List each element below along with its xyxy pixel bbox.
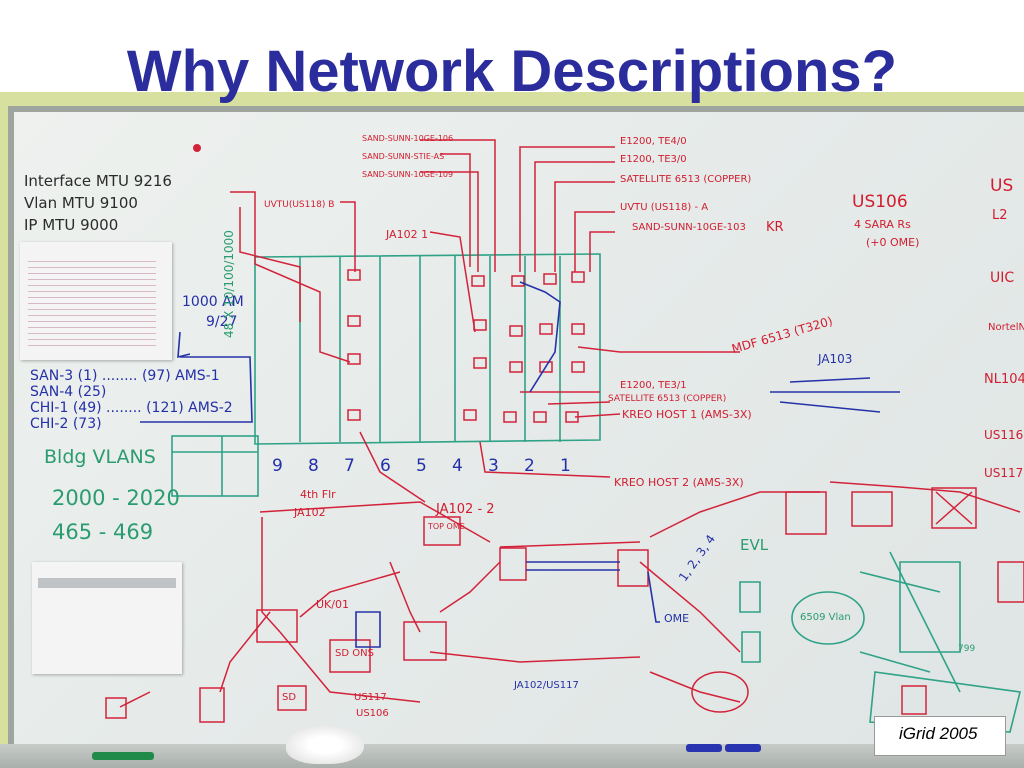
whiteboard-photo: Interface MTU 9216 Vlan MTU 9100 IP MTU … — [0, 92, 1024, 768]
vlan-range-1: 2000 - 2020 — [52, 486, 180, 510]
taped-notes — [32, 562, 182, 674]
green-marker — [92, 752, 154, 760]
slot-number-row: 9 8 7 6 5 4 3 2 1 — [272, 456, 592, 478]
right-label-kreo2: KREO HOST 2 (AMS-3X) — [614, 476, 744, 489]
igrid-caption: iGrid 2005 — [874, 716, 1006, 756]
slide-title: Why Network Descriptions? — [126, 39, 898, 104]
eraser — [286, 726, 364, 764]
bottom-label-ja102-us117: JA102/US117 — [514, 680, 579, 691]
mtu-note-vlan: Vlan MTU 9100 — [24, 194, 138, 212]
mtu-note-ip: IP MTU 9000 — [24, 216, 119, 234]
right-label-uic: UIC — [990, 270, 1015, 286]
bottom-label-ome: OME — [664, 612, 690, 625]
right-label-satellite: SATELLITE 6513 (COPPER) — [608, 394, 727, 404]
right-label-us106: US106 — [852, 192, 908, 212]
right-label-ome: (+0 OME) — [866, 236, 920, 249]
top-label-5: E1200, TE3/0 — [620, 154, 687, 165]
bottom-label-4th-flr: 4th Flr — [300, 488, 336, 501]
bottom-label-sd: SD — [282, 692, 297, 703]
bottom-label-ja102: JA102 — [294, 506, 326, 519]
blue-marker-1 — [686, 744, 722, 752]
right-label-us: US — [990, 176, 1014, 196]
top-label-7: UVTU (US118) - A — [620, 202, 709, 213]
right-label-e1200: E1200, TE3/1 — [620, 380, 687, 391]
taped-spreadsheet — [20, 242, 172, 360]
bottom-label-sd-ons: SD ONS — [335, 648, 374, 659]
time-note-1: 1000 AM — [182, 294, 244, 310]
top-label-8: SAND-SUNN-10GE-103 — [632, 222, 746, 233]
right-label-l2: L2 — [992, 208, 1008, 223]
time-note-2: 9/27 — [206, 314, 238, 330]
top-label-10: UVTU(US118) B — [264, 200, 335, 210]
right-label-nortel: NortelN — [988, 322, 1024, 333]
vlan-range-2: 465 - 469 — [52, 520, 154, 544]
slot-number: 3 — [488, 456, 499, 476]
right-label-nl104: NL104 — [984, 372, 1024, 387]
bottom-label-us117: US117 — [354, 692, 387, 703]
slot-number: 4 — [452, 456, 463, 476]
top-label-9: KR — [766, 220, 784, 235]
right-label-sara: 4 SARA Rs — [854, 218, 911, 231]
right-label-ja103: JA103 — [818, 352, 853, 366]
slot-number: 9 — [272, 456, 283, 476]
bottom-label-799: 799 — [958, 644, 976, 654]
slot-number: 8 — [308, 456, 319, 476]
bldg-vlans-label: Bldg VLANS — [44, 446, 156, 468]
slot-number: 6 — [380, 456, 391, 476]
bottom-label-us106: US106 — [356, 708, 389, 719]
whiteboard-diagram — [105, 139, 1024, 733]
bottom-label-ja102-2: JA102 - 2 — [436, 502, 495, 517]
top-label-3: SAND-SUNN-10GE-109 — [362, 170, 454, 179]
bottom-label-6509: 6509 Vlan — [800, 612, 851, 623]
slot-number: 7 — [344, 456, 355, 476]
bottom-label-evl: EVL — [740, 536, 769, 554]
vlan-map-4: CHI-2 (73) — [30, 416, 102, 432]
slot-number: 2 — [524, 456, 535, 476]
slot-number: 5 — [416, 456, 427, 476]
top-label-1: SAND-SUNN-10GE-106 — [362, 134, 454, 143]
right-label-us116: US116 — [984, 428, 1024, 442]
mtu-note-interface: Interface MTU 9216 — [24, 172, 172, 190]
bottom-label-top-ome: TOP OME — [428, 522, 465, 531]
marker-tray — [0, 744, 1024, 768]
top-label-6: SATELLITE 6513 (COPPER) — [620, 174, 752, 185]
slot-number: 1 — [560, 456, 571, 476]
top-label-11: JA102 1 — [386, 228, 429, 241]
vlan-map-1: SAN-3 (1) ........ (97) AMS-1 — [30, 368, 220, 384]
vlan-map-2: SAN-4 (25) — [30, 384, 107, 400]
blue-marker-2 — [725, 744, 761, 752]
right-label-kreo1: KREO HOST 1 (AMS-3X) — [622, 408, 752, 421]
bottom-label-uk01: UK/01 — [316, 598, 349, 611]
top-label-2: SAND-SUNN-STIE-AS — [362, 152, 445, 161]
right-label-us117: US117 — [984, 466, 1024, 480]
vlan-map-3: CHI-1 (49) ........ (121) AMS-2 — [30, 400, 233, 416]
top-label-4: E1200, TE4/0 — [620, 136, 687, 147]
chassis-label: 48 X 10/100/1000 — [222, 230, 236, 338]
